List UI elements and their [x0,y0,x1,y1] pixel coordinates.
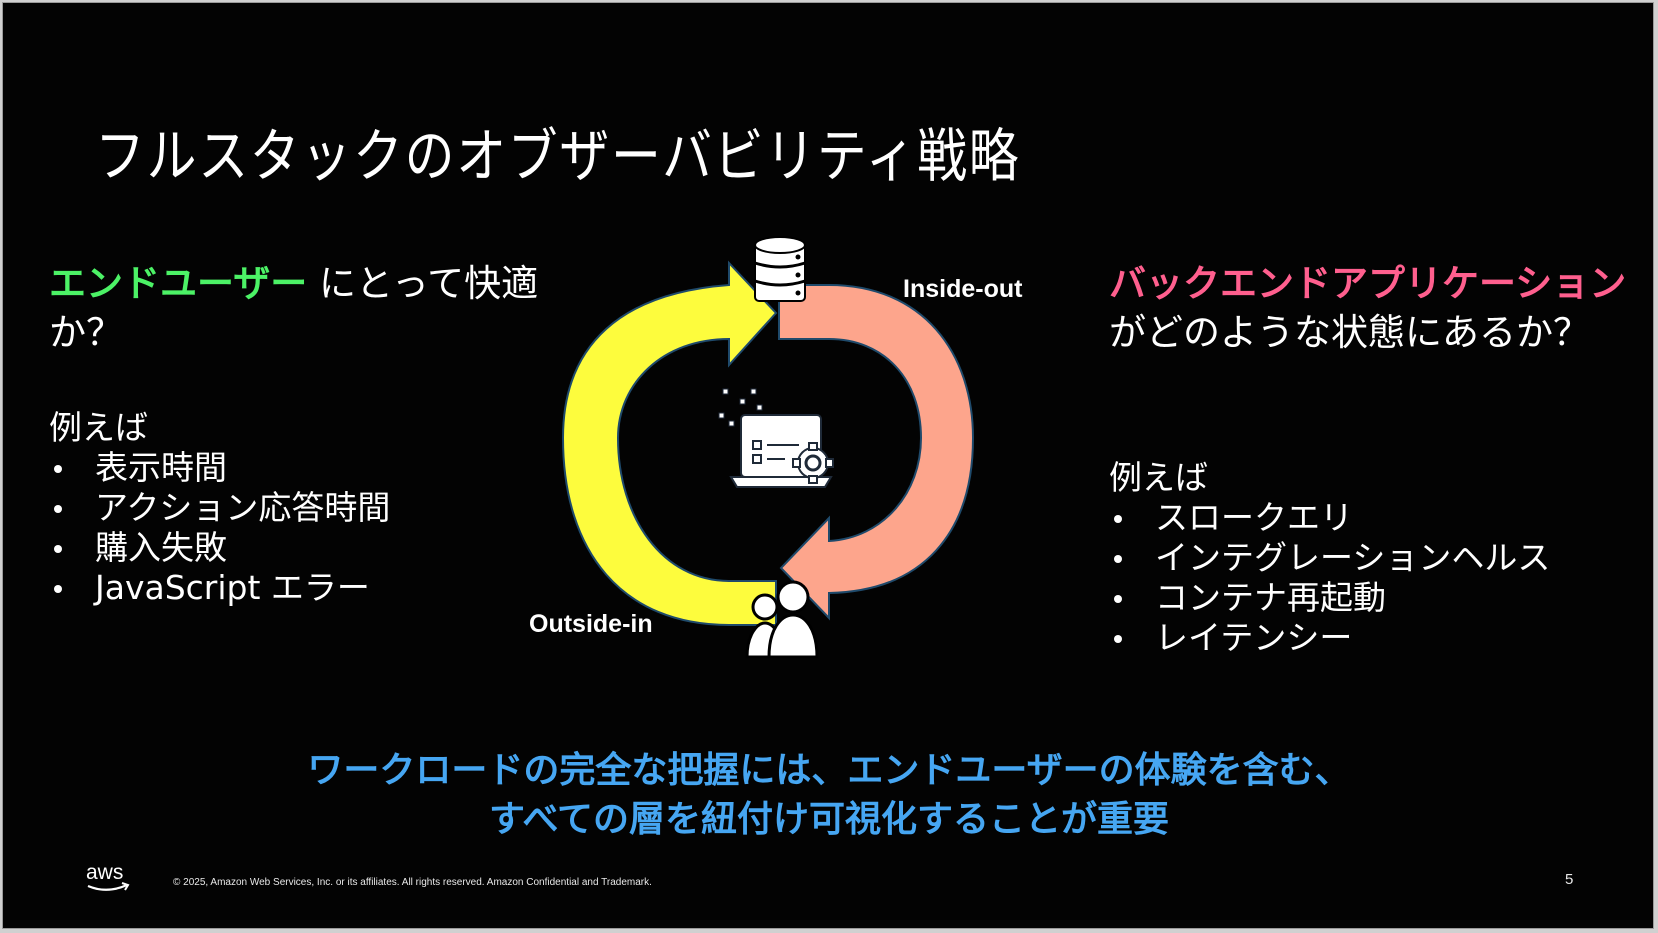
users-icon [745,580,819,659]
summary-line-1: ワークロードの完全な把握には、エンドユーザーの体験を含む、 [307,750,1351,791]
list-item: 購入失敗 [49,528,390,568]
backend-highlight: バックエンドアプリケーション [1109,262,1627,305]
list-item: スロークエリ [1109,498,1550,538]
end-user-question-text: にとって快適か？ [49,262,539,354]
list-item: 表示時間 [49,448,390,488]
copyright-text: © 2025, Amazon Web Services, Inc. or its… [173,877,652,888]
end-user-examples: 例えば 表示時間 アクション応答時間 購入失敗 JavaScript エラー [49,408,390,608]
end-user-highlight: エンドユーザー [49,262,308,305]
list-item: レイテンシー [1109,618,1550,658]
inside-out-label: Inside-out [903,275,1023,303]
list-item: コンテナ再起動 [1109,578,1550,618]
list-item: アクション応答時間 [49,488,390,528]
outside-in-arrow [561,260,778,626]
examples-heading: 例えば [49,408,148,447]
svg-text:aws: aws [86,861,123,884]
end-user-question: エンドユーザー にとって快適か？ [49,259,569,357]
backend-examples: 例えば スロークエリ インテグレーションヘルス コンテナ再起動 レイテンシー [1109,458,1550,658]
aws-logo-icon: aws [86,861,130,891]
backend-question: バックエンドアプリケーション がどのような状態にあるか？ [1109,259,1649,357]
list-item: JavaScript エラー [49,568,390,608]
examples-heading: 例えば [1109,458,1208,497]
outside-in-label: Outside-in [529,610,653,638]
laptop-settings-icon [718,388,834,488]
page-number: 5 [1565,871,1574,888]
slide-title: フルスタックのオブザーバビリティ戦略 [95,122,1021,190]
summary-line-2: すべての層を紐付け可視化することが重要 [488,799,1170,840]
database-icon [754,236,806,302]
backend-question-text: がどのような状態にあるか？ [1109,311,1590,354]
list-item: インテグレーションヘルス [1109,538,1550,578]
observability-cycle-diagram [561,236,975,659]
inside-out-arrow [778,284,975,621]
